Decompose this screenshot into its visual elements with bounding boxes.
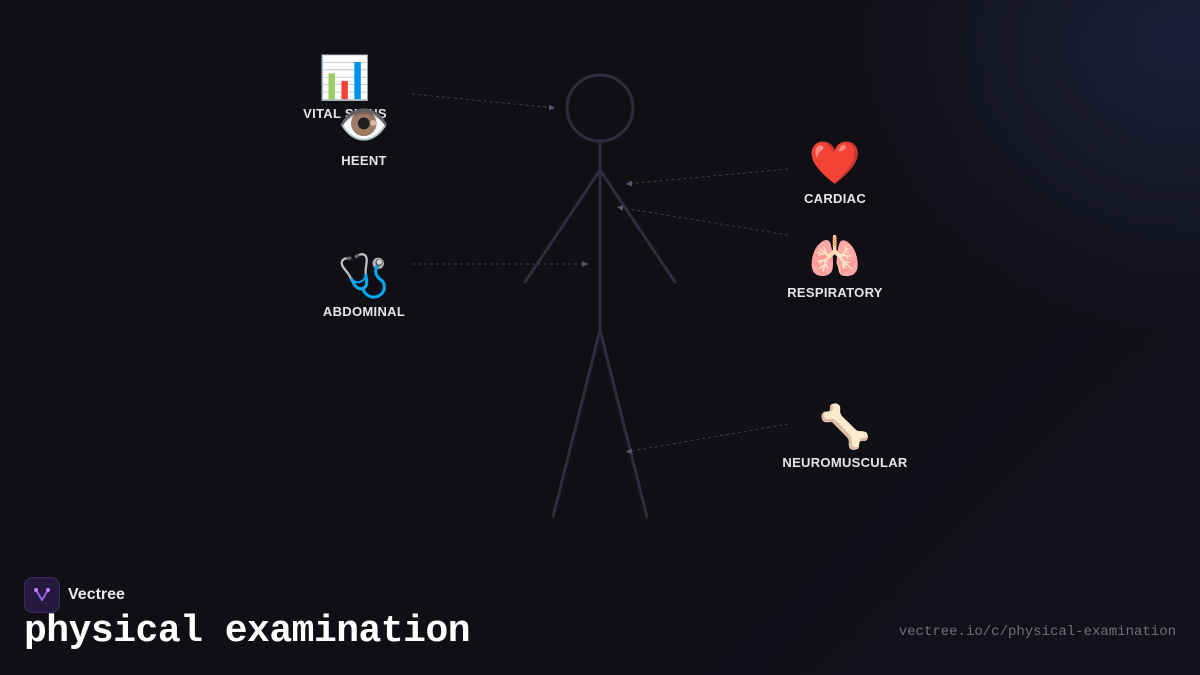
stick-figure (523, 73, 677, 519)
node-abdominal[interactable]: 🩺 ABDOMINAL (284, 252, 444, 319)
connectors (411, 93, 789, 454)
bone-icon: 🦴 (818, 403, 872, 450)
connector-respiratory (616, 205, 789, 236)
node-label: ABDOMINAL (322, 304, 406, 319)
node-neuromuscular[interactable]: 🦴 NEUROMUSCULAR (765, 403, 925, 470)
figure-right-leg (598, 328, 649, 519)
page-url[interactable]: vectree.io/c/physical-examination (898, 624, 1176, 640)
figure-head (565, 73, 635, 143)
node-cardiac[interactable]: ❤️ CARDIAC (755, 139, 915, 206)
figure-left-arm (523, 168, 602, 284)
lungs-icon: 🫁 (808, 233, 862, 280)
node-label: VITAL SIGNS (303, 106, 387, 121)
node-label: CARDIAC (803, 191, 867, 206)
connector-neuromuscular (625, 423, 789, 454)
figure-left-leg (551, 328, 602, 519)
node-label: NEUROMUSCULAR (782, 455, 908, 470)
heart-icon: ❤️ (808, 139, 862, 186)
vectree-logo-icon (24, 577, 60, 613)
node-respiratory[interactable]: 🫁 RESPIRATORY (755, 233, 915, 300)
page-title: physical examination (24, 610, 471, 653)
brand-name: Vectree (68, 586, 125, 603)
node-vital-signs[interactable]: 📊 VITAL SIGNS (265, 54, 425, 121)
node-label: HEENT (341, 153, 387, 168)
figure-right-arm (598, 168, 677, 284)
node-label: RESPIRATORY (787, 285, 883, 300)
stethoscope-icon: 🩺 (337, 252, 391, 299)
eye-icon: 👁️ (337, 101, 391, 148)
bar-chart-icon: 📊 (318, 54, 372, 101)
node-heent[interactable]: 👁️ HEENT (284, 101, 444, 168)
brand[interactable]: Vectree (24, 577, 125, 613)
